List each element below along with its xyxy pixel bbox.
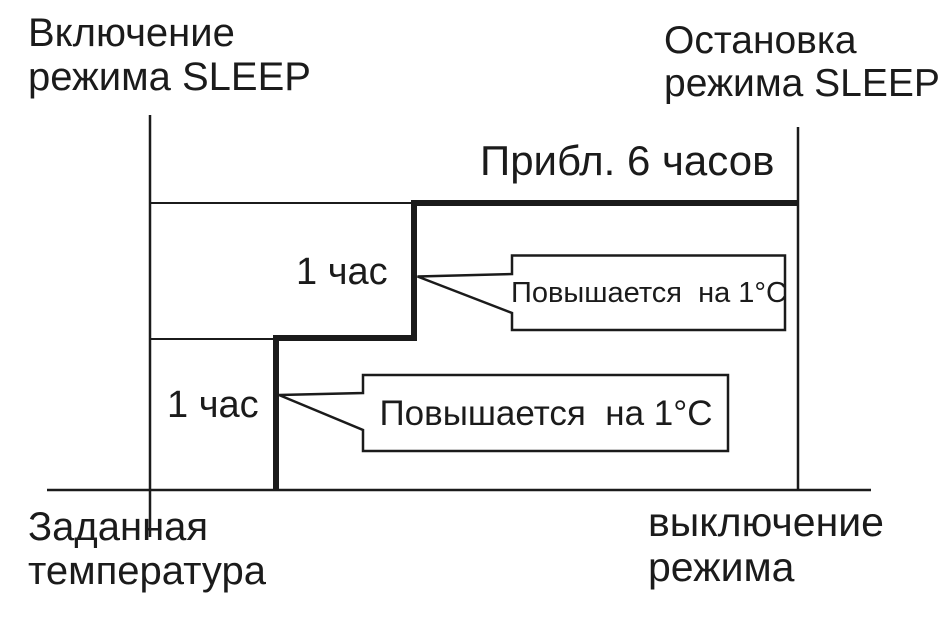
temperature-step-line — [273, 200, 798, 490]
label-mode-off-line1: выключение — [648, 499, 884, 545]
label-sleep-stop-line1: Остановка — [664, 19, 857, 62]
label-sleep-start: Включение режима SLEEP — [28, 11, 311, 99]
label-hour-lower: 1 час — [167, 384, 259, 426]
label-hour-upper: 1 час — [296, 251, 388, 293]
label-sleep-start-line2: режима SLEEP — [28, 54, 311, 99]
label-set-temperature-line2: температура — [28, 548, 266, 593]
label-mode-off: выключение режима — [648, 500, 884, 589]
callout-lower-balloon — [278, 373, 730, 453]
label-duration: Прибл. 6 часов — [480, 137, 775, 184]
label-sleep-stop: Остановка режима SLEEP — [664, 19, 940, 105]
label-set-temperature-line1: Заданная — [28, 505, 209, 549]
label-sleep-start-line1: Включение — [28, 11, 235, 55]
label-sleep-stop-line2: режима SLEEP — [664, 61, 940, 105]
callout-upper-balloon — [417, 254, 787, 332]
label-set-temperature: Заданная температура — [28, 505, 266, 593]
callout-upper-text: Повышается на 1°С — [511, 276, 787, 309]
label-mode-off-line2: режима — [648, 543, 795, 590]
callout-lower-text: Повышается на 1°С — [379, 393, 713, 433]
